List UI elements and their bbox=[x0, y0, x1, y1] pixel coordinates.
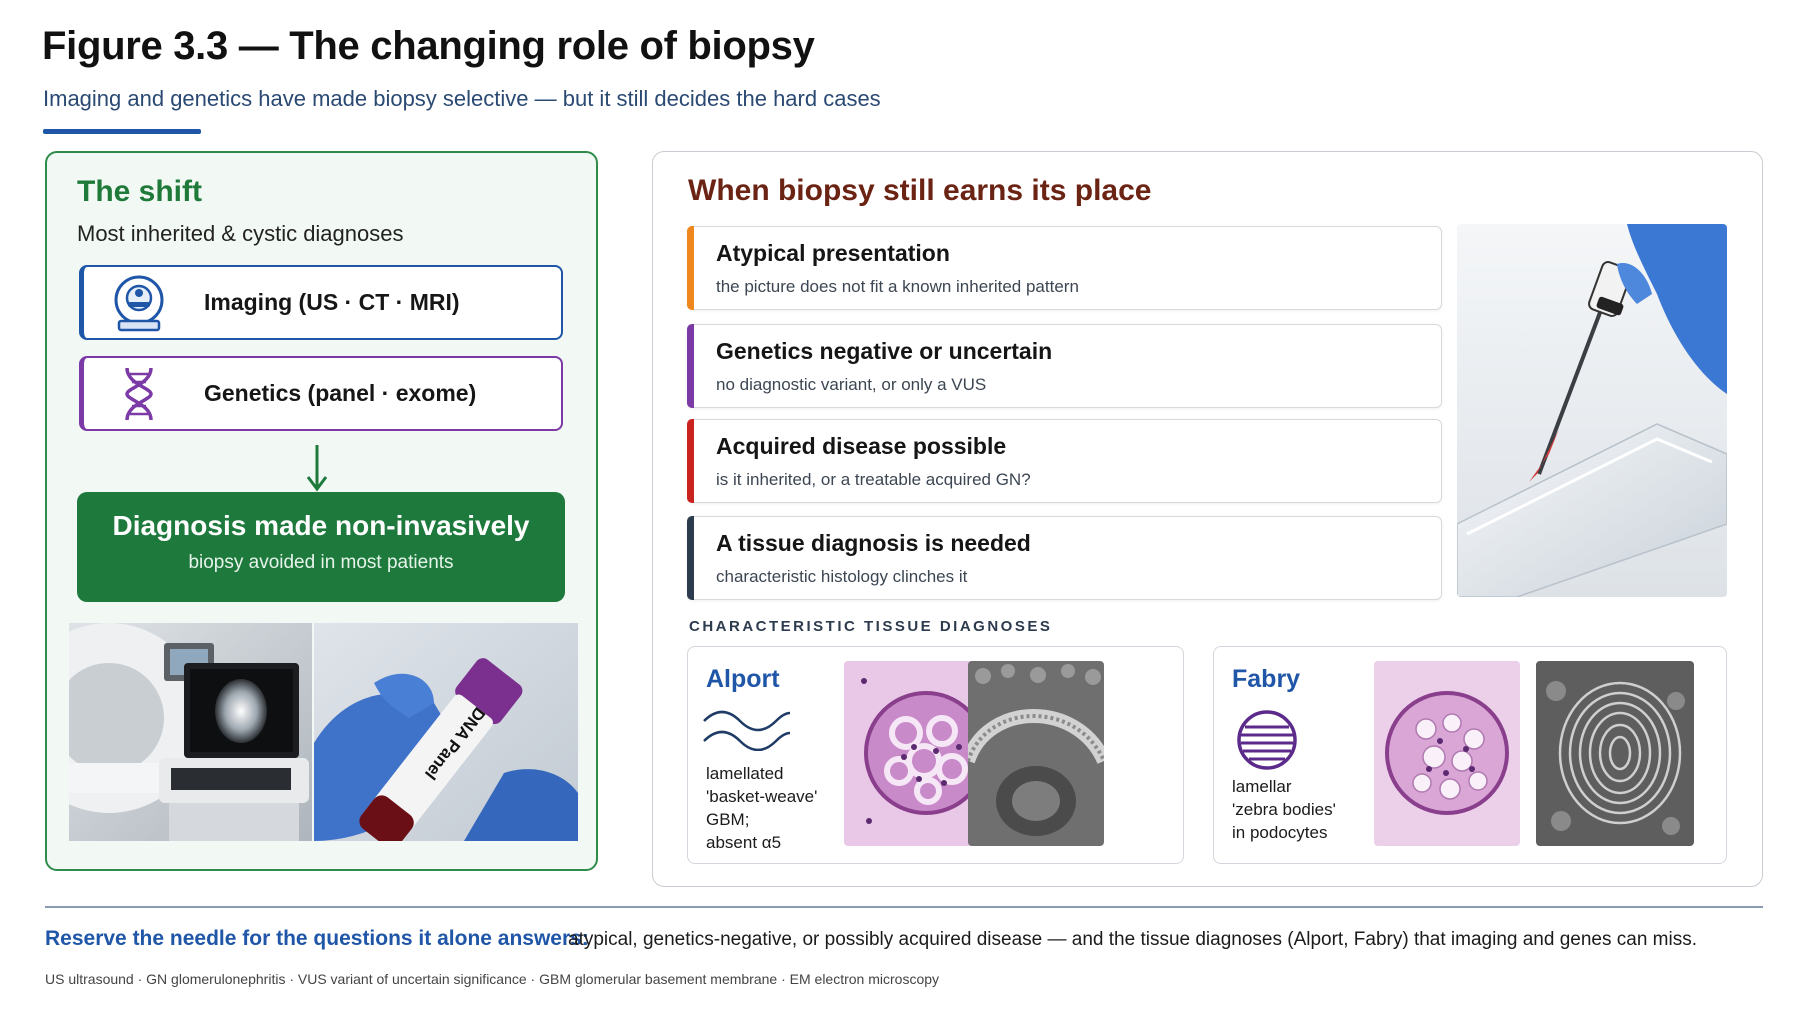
alport-electron-micrograph bbox=[968, 661, 1104, 846]
alport-desc-line: 'basket-weave' bbox=[706, 787, 818, 806]
striped-circle-icon bbox=[1237, 710, 1297, 770]
criterion-title: Genetics negative or uncertain bbox=[716, 338, 1053, 364]
criterion-card: Acquired disease possible is it inherite… bbox=[687, 419, 1442, 503]
shift-panel: The shift Most inherited & cystic diagno… bbox=[45, 151, 598, 871]
criterion-card: Atypical presentation the picture does n… bbox=[687, 226, 1442, 310]
genetics-method-box: Genetics (panel · exome) bbox=[79, 356, 563, 431]
criterion-card: A tissue diagnosis is needed characteris… bbox=[687, 516, 1442, 600]
dna-helix-icon bbox=[125, 367, 153, 420]
shift-panel-subtitle: Most inherited & cystic diagnoses bbox=[77, 221, 404, 246]
criterion-desc: no diagnostic variant, or only a VUS bbox=[716, 375, 987, 394]
mri-scanner-icon bbox=[114, 275, 164, 331]
fabry-card: Fabry lamellar 'zebra bodies' in podocyt… bbox=[1213, 646, 1727, 864]
tissue-section-label: CHARACTERISTIC TISSUE DIAGNOSES bbox=[689, 618, 1053, 635]
alport-desc-line: absent α5 bbox=[706, 833, 782, 852]
criterion-desc: the picture does not fit a known inherit… bbox=[716, 277, 1079, 296]
abbreviations-line: US ultrasound · GN glomerulonephritis · … bbox=[45, 971, 940, 987]
criterion-title: Acquired disease possible bbox=[716, 433, 1007, 459]
footer-divider bbox=[45, 906, 1763, 908]
fabry-title: Fabry bbox=[1232, 665, 1301, 693]
noninvasive-diagnosis-box: Diagnosis made non-invasively biopsy avo… bbox=[77, 492, 565, 602]
fabry-desc-line: in podocytes bbox=[1232, 823, 1328, 842]
fabry-description: lamellar 'zebra bodies' in podocytes bbox=[1232, 775, 1352, 844]
arrow-down-icon bbox=[306, 445, 328, 492]
result-title: Diagnosis made non-invasively bbox=[112, 510, 530, 541]
criterion-color-bar bbox=[687, 226, 694, 310]
alport-desc-line: lamellated bbox=[706, 764, 784, 783]
alport-desc-line: GBM; bbox=[706, 810, 750, 829]
alport-card: Alport lamellated 'basket-weave' GBM; ab… bbox=[687, 646, 1184, 864]
genetics-method-label: Genetics (panel · exome) bbox=[204, 380, 477, 406]
fabry-desc-line: 'zebra bodies' bbox=[1232, 800, 1336, 819]
criterion-desc: characteristic histology clinches it bbox=[716, 567, 968, 586]
criterion-color-bar bbox=[687, 419, 694, 503]
title-underline bbox=[43, 129, 201, 134]
criterion-title: A tissue diagnosis is needed bbox=[716, 530, 1031, 556]
takeaway-text: atypical, genetics-negative, or possibly… bbox=[568, 929, 1697, 950]
ct-scanner-photo bbox=[69, 623, 312, 841]
fabry-histology-image bbox=[1374, 661, 1520, 846]
criterion-color-bar bbox=[687, 324, 694, 408]
criterion-card: Genetics negative or uncertain no diagno… bbox=[687, 324, 1442, 408]
fabry-desc-line: lamellar bbox=[1232, 777, 1292, 796]
figure-subtitle: Imaging and genetics have made biopsy se… bbox=[43, 86, 881, 111]
biopsy-indications-panel: When biopsy still earns its place Atypic… bbox=[652, 151, 1763, 887]
alport-description: lamellated 'basket-weave' GBM; absent α5 bbox=[706, 762, 826, 854]
dna-panel-tube-photo: DNA Panel bbox=[314, 623, 578, 841]
criterion-title: Atypical presentation bbox=[716, 240, 950, 266]
fabry-electron-micrograph bbox=[1536, 661, 1694, 846]
biopsy-needle-photo bbox=[1457, 224, 1727, 597]
criterion-color-bar bbox=[687, 516, 694, 600]
alport-title: Alport bbox=[706, 665, 780, 693]
imaging-method-box: Imaging (US · CT · MRI) bbox=[79, 265, 563, 340]
figure-title: Figure 3.3 — The changing role of biopsy bbox=[42, 24, 815, 68]
imaging-method-label: Imaging (US · CT · MRI) bbox=[204, 289, 460, 315]
wavy-lines-icon bbox=[703, 710, 791, 751]
takeaway-label: Reserve the needle for the questions it … bbox=[45, 927, 589, 950]
result-subtitle: biopsy avoided in most patients bbox=[188, 552, 454, 573]
criterion-desc: is it inherited, or a treatable acquired… bbox=[716, 470, 1031, 489]
indications-panel-title: When biopsy still earns its place bbox=[688, 174, 1152, 207]
shift-panel-title: The shift bbox=[77, 175, 202, 208]
